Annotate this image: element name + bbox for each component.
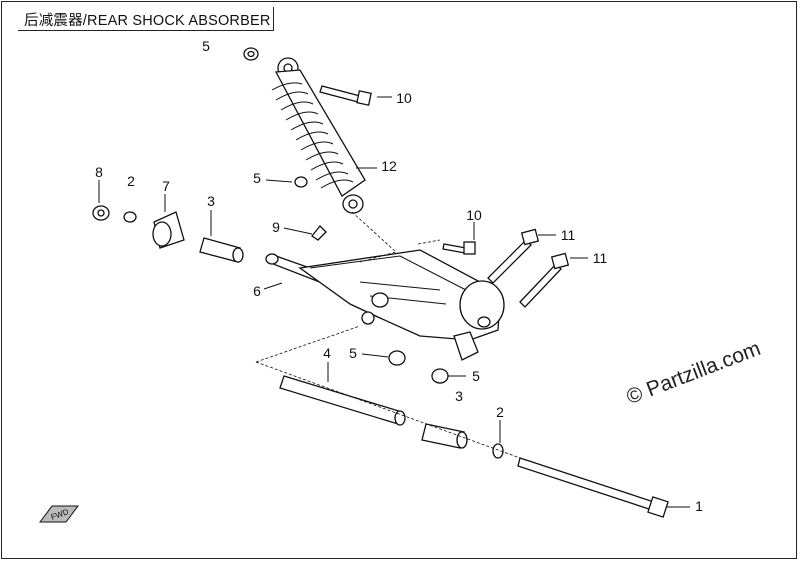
nut-5-a (388, 350, 406, 366)
callout-5-right: 5 (472, 368, 480, 384)
bolt-11-upper (487, 228, 540, 284)
callout-9: 9 (272, 219, 280, 235)
nut-5-b (431, 368, 449, 384)
callout-1: 1 (695, 498, 703, 514)
rear-shock-absorber (271, 57, 366, 214)
title-box (18, 7, 274, 31)
shaft (279, 375, 406, 426)
callout-7: 7 (162, 178, 170, 194)
fwd-arrow-icon (39, 505, 79, 523)
callout-3-lower: 3 (455, 388, 463, 404)
bushing-left (294, 176, 308, 188)
callout-2-lower: 2 (496, 404, 504, 420)
callout-11-upper: 11 (560, 227, 576, 243)
leader-lines (98, 96, 690, 508)
callout-6: 6 (253, 283, 261, 299)
bolt-upper (319, 85, 372, 106)
swing-arm (265, 249, 505, 361)
diagram-title: 后减震器/REAR SHOCK ABSORBER (24, 13, 271, 29)
grease-fitting (311, 225, 327, 241)
bolt-10-lower (442, 241, 476, 255)
callout-4: 4 (323, 345, 331, 361)
callout-10-top: 10 (396, 90, 412, 106)
callout-2-left: 2 (127, 173, 135, 189)
callout-5-left: 5 (253, 170, 261, 186)
callout-11-lower: 11 (592, 250, 608, 266)
washer-left (123, 211, 137, 223)
callout-10-lower: 10 (466, 207, 482, 223)
callout-5-top: 5 (202, 38, 210, 54)
callout-3-left: 3 (207, 193, 215, 209)
bolt-11-lower (519, 252, 570, 308)
long-bolt (517, 457, 669, 518)
callout-8: 8 (95, 164, 103, 180)
washer-lower (492, 443, 504, 459)
callout-12: 12 (381, 158, 397, 174)
callout-5-mid: 5 (349, 345, 357, 361)
